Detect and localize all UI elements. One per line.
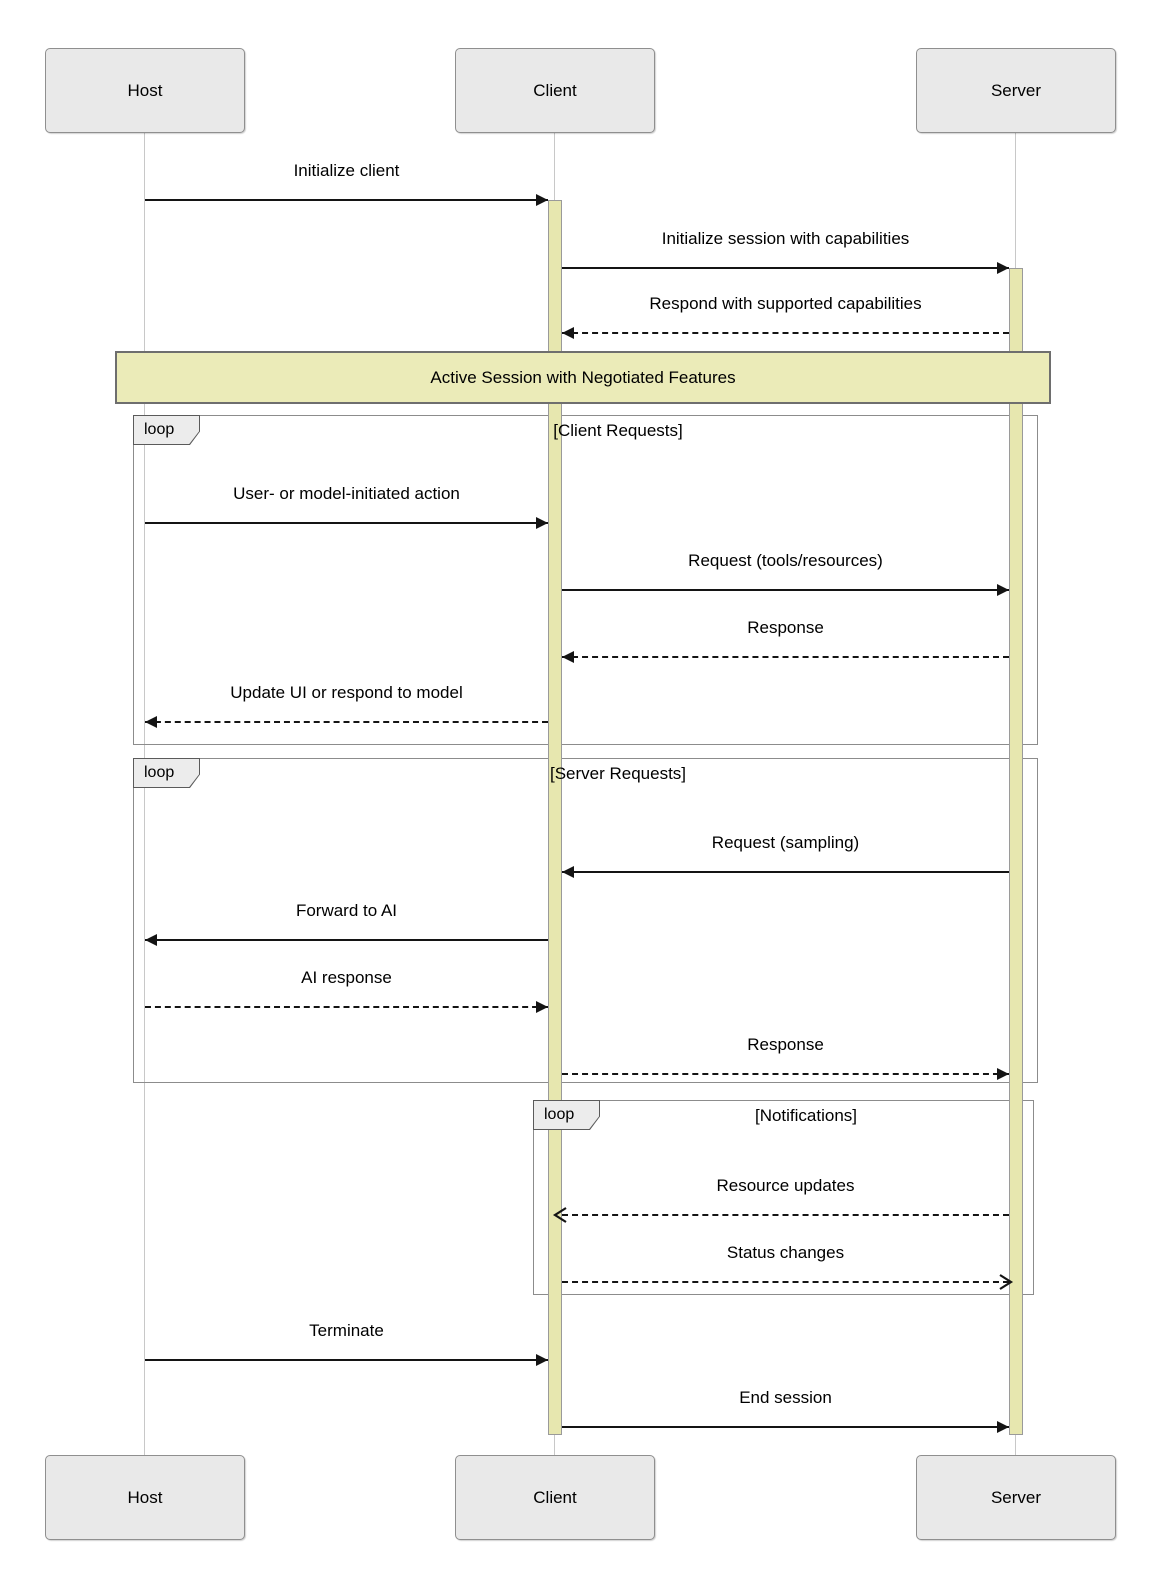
arrowhead-icon (536, 194, 548, 206)
arrowhead-icon (145, 716, 157, 728)
arrowhead-icon (562, 327, 574, 339)
arrowhead-icon (562, 866, 574, 878)
loop-condition: [Client Requests] (553, 421, 683, 440)
message-line (562, 1214, 1009, 1216)
message-line (562, 656, 1009, 658)
loop-tab: loop (133, 758, 200, 788)
arrowhead-icon (536, 1001, 548, 1013)
host-lifeline (144, 133, 145, 1455)
message-line (562, 267, 1009, 269)
actor-server-bottom: Server (916, 1455, 1116, 1540)
actor-label: Host (127, 1487, 163, 1507)
arrowhead-icon (145, 934, 157, 946)
message-line (145, 199, 548, 201)
message-line (145, 1006, 548, 1008)
message-line (562, 332, 1009, 334)
message-label: End session (739, 1388, 832, 1407)
message-line (145, 522, 548, 524)
loop-tab: loop (533, 1100, 600, 1130)
arrowhead-icon (997, 1421, 1009, 1433)
loop-frame-server-requests (133, 758, 1038, 1083)
message-label: AI response (301, 968, 392, 987)
message-label: Response (747, 1035, 824, 1054)
message-line (562, 589, 1009, 591)
loop-tab-label: loop (534, 1101, 599, 1129)
actor-label: Client (533, 80, 577, 100)
actor-host-bottom: Host (45, 1455, 245, 1540)
actor-host-top: Host (45, 48, 245, 133)
message-label: Initialize session with capabilities (661, 229, 910, 248)
loop-tab-label: loop (134, 759, 199, 787)
arrowhead-icon (997, 262, 1009, 274)
message-line (562, 871, 1009, 873)
arrowhead-icon (536, 1354, 548, 1366)
loop-frame-notifications (533, 1100, 1034, 1295)
message-label: Response (747, 618, 824, 637)
message-line (145, 721, 548, 723)
arrowhead-icon (997, 584, 1009, 596)
session-note: Active Session with Negotiated Features (115, 351, 1051, 404)
loop-condition: [Server Requests] (549, 764, 687, 783)
message-label: Respond with supported capabilities (649, 294, 922, 313)
message-line (562, 1426, 1009, 1428)
loop-tab-label: loop (134, 416, 199, 444)
actor-server-top: Server (916, 48, 1116, 133)
message-label: User- or model-initiated action (233, 484, 460, 503)
open-arrowhead-icon (552, 1207, 567, 1223)
loop-condition: [Notifications] (754, 1106, 858, 1125)
message-label: Resource updates (716, 1176, 855, 1195)
actor-label: Host (127, 80, 163, 100)
message-label: Initialize client (293, 161, 400, 180)
session-note-text: Active Session with Negotiated Features (430, 367, 736, 387)
message-line (562, 1073, 1009, 1075)
actor-label: Server (990, 1487, 1042, 1507)
arrowhead-icon (997, 1068, 1009, 1080)
message-line (562, 1281, 1009, 1283)
message-line (145, 1359, 548, 1361)
message-label: Forward to AI (295, 901, 398, 920)
message-label: Request (tools/resources) (688, 551, 883, 570)
arrowhead-icon (562, 651, 574, 663)
actor-client-bottom: Client (455, 1455, 655, 1540)
actor-label: Server (990, 80, 1042, 100)
loop-tab: loop (133, 415, 200, 445)
arrowhead-icon (536, 517, 548, 529)
message-label: Terminate (309, 1321, 384, 1340)
open-arrowhead-icon (999, 1274, 1014, 1290)
actor-label: Client (533, 1487, 577, 1507)
message-label: Request (sampling) (711, 833, 860, 852)
message-line (145, 939, 548, 941)
loop-frame-client-requests (133, 415, 1038, 745)
server-activation-bar (1009, 268, 1023, 1435)
message-label: Update UI or respond to model (230, 683, 463, 702)
message-label: Status changes (726, 1243, 845, 1262)
actor-client-top: Client (455, 48, 655, 133)
